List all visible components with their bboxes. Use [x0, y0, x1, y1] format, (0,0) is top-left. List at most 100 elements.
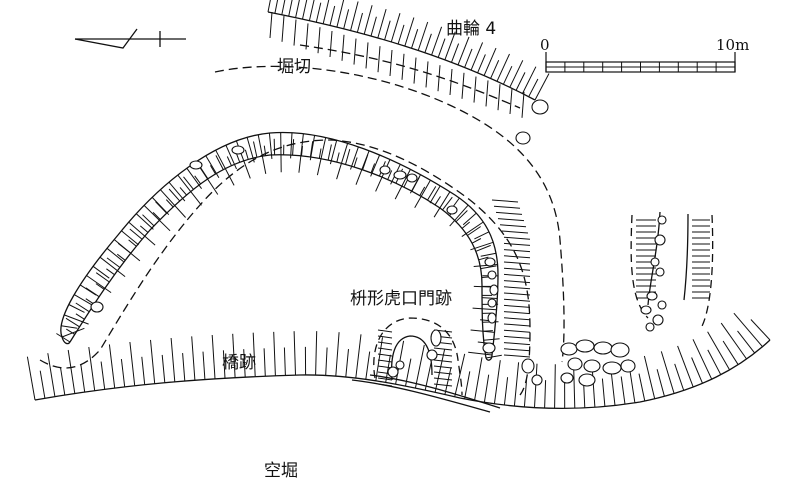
- kuruwa-hachure: [336, 0, 345, 28]
- stone: [575, 339, 595, 353]
- ridge-outer-hachure: [86, 275, 112, 294]
- ridge-inner-hachure: [66, 328, 76, 335]
- east-slope-hachure: [503, 236, 531, 240]
- ridge-inner-hachure: [209, 165, 216, 175]
- moat-hachure: [161, 354, 166, 383]
- stone: [489, 284, 499, 296]
- kuruwa-hachure: [390, 13, 401, 43]
- kuruwa-hachure: [315, 2, 322, 23]
- moat-hachure: [674, 363, 685, 391]
- ridge-inner-hachure: [478, 256, 489, 261]
- ridge-inner-hachure: [345, 148, 351, 165]
- karabori-upper-edge: [34, 339, 771, 410]
- mound-hachure: [377, 353, 393, 357]
- moat-hachure: [60, 367, 66, 396]
- stone: [620, 359, 636, 373]
- kuruwa-hachure: [329, 5, 336, 26]
- ridge-inner-hachure: [455, 210, 468, 223]
- ridge-inner-hachure: [480, 265, 497, 270]
- moat-hachure: [273, 331, 276, 376]
- moat-hachure: [692, 339, 713, 380]
- stone: [567, 357, 583, 371]
- ridge-inner-hachure: [65, 317, 80, 328]
- upper-hachure: [329, 30, 333, 58]
- upper-hachure: [293, 19, 297, 46]
- label-kuruwa-4: 曲輪 4: [446, 19, 497, 39]
- stone: [610, 342, 630, 358]
- ridge-outer-hachure: [64, 314, 89, 325]
- kuruwa-hachure: [308, 0, 315, 21]
- ridge-inner-hachure: [292, 139, 295, 156]
- stone: [395, 360, 405, 370]
- label-masugata-gate: 枡形虎口門跡: [350, 289, 452, 309]
- ridge-inner-hachure: [461, 221, 471, 229]
- kuruwa-hachure: [483, 47, 497, 76]
- ridge-outer-hachure: [394, 169, 411, 200]
- kuruwa-hachure: [457, 36, 470, 66]
- ridge-inner-hachure: [85, 287, 100, 298]
- ridge-outer-hachure: [468, 351, 493, 356]
- ridge-inner-hachure: [75, 313, 85, 320]
- moat-hachure: [120, 359, 126, 387]
- ridge-tip: [61, 336, 71, 345]
- ridge-outer-hachure: [474, 231, 490, 240]
- ridge-outer-hachure: [257, 134, 267, 174]
- ridge-inner-hachure: [362, 154, 369, 170]
- ridge-inner-hachure: [142, 214, 155, 227]
- moat-hachure: [355, 334, 362, 379]
- upper-hachure: [401, 53, 405, 80]
- moat-hachure: [129, 341, 136, 386]
- kuruwa-hachure: [370, 16, 377, 37]
- right-enclosure-right: [683, 213, 689, 301]
- stone: [90, 301, 104, 313]
- mound-hachure: [433, 347, 453, 351]
- moat-hachure: [365, 351, 371, 380]
- ridge-inner-hachure: [106, 257, 121, 268]
- ridge-outer-hachure: [92, 265, 110, 279]
- ridge-outer-hachure: [429, 185, 441, 204]
- kuruwa-hachure: [295, 0, 300, 18]
- moat-hachure: [263, 348, 266, 377]
- ridge-outer-hachure: [316, 137, 327, 176]
- kuruwa-hachure: [515, 72, 526, 91]
- upper-hachure: [281, 15, 285, 42]
- ridge-outer-hachure: [462, 212, 477, 226]
- kuruwa-hachure: [534, 73, 550, 101]
- moat-hachure: [232, 333, 236, 378]
- ridge-outer-hachure: [99, 256, 126, 277]
- ridge-outer-hachure: [461, 221, 484, 238]
- kuruwa-hachure: [350, 1, 359, 31]
- upper-hachure: [509, 87, 513, 115]
- moat-hachure: [211, 334, 216, 379]
- stone: [640, 305, 652, 315]
- ridge-inner-hachure: [179, 187, 187, 196]
- ridge-outer-hachure: [186, 167, 203, 189]
- ridge-inner-hachure: [194, 175, 202, 185]
- stone: [387, 366, 399, 378]
- upper-hachure: [473, 76, 477, 103]
- east-slope-hachure: [503, 311, 531, 315]
- horikiri-ridge-outer: [60, 131, 499, 356]
- ridge-inner-hachure: [327, 144, 332, 161]
- stone: [560, 372, 574, 384]
- moat-hachure: [544, 380, 547, 409]
- moat-hachure: [150, 339, 156, 384]
- ridge-inner-hachure: [301, 145, 303, 156]
- moat-hachure: [170, 337, 176, 382]
- ridge-inner-hachure: [419, 186, 426, 196]
- moat-hachure: [660, 351, 675, 394]
- kuruwa-hachure: [343, 9, 350, 29]
- moat-hachure: [26, 356, 36, 401]
- ridge-inner-hachure: [336, 152, 340, 163]
- upper-dashed-line: [299, 44, 521, 109]
- east-slope-hachure: [495, 211, 523, 215]
- moat-hachure: [252, 332, 256, 377]
- ridge-inner-hachure: [411, 176, 420, 192]
- east-slope-hachure: [503, 261, 531, 265]
- east-slope-hachure: [503, 249, 531, 253]
- moat-hachure: [722, 340, 739, 365]
- east-slope-hachure: [503, 280, 531, 284]
- kuruwa-hachure: [490, 59, 500, 79]
- upper-hachure: [341, 34, 345, 61]
- label-horikiri: 堀切: [277, 57, 311, 77]
